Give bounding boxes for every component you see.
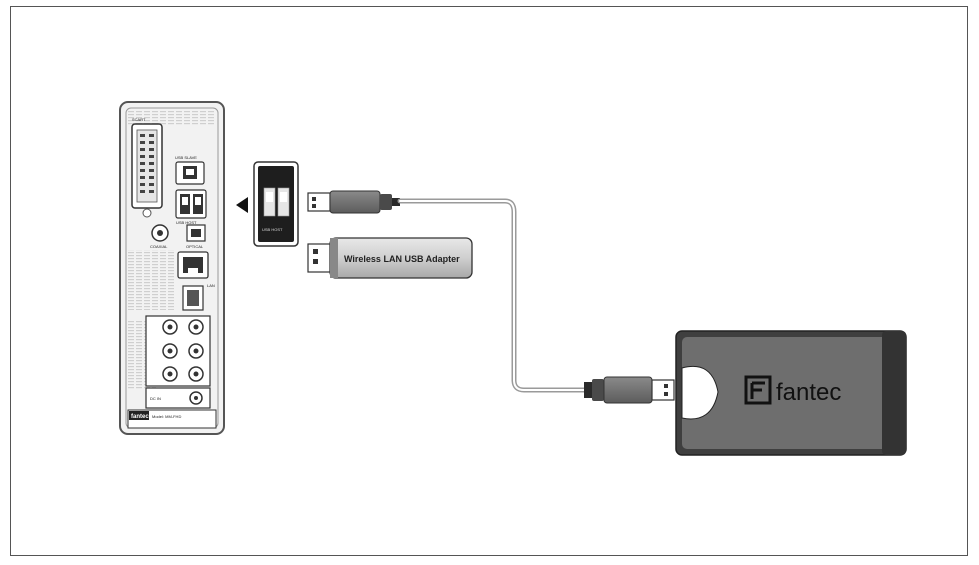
device-label-plate: fantec Model: MM-FHD bbox=[127, 409, 217, 429]
svg-text:Wireless LAN USB Adapter: Wireless LAN USB Adapter bbox=[344, 254, 460, 264]
aux-port bbox=[182, 285, 204, 311]
svg-text:COAXIAL: COAXIAL bbox=[150, 244, 168, 249]
fantec-external-drive: fantec bbox=[675, 330, 907, 456]
svg-text:fantec: fantec bbox=[776, 379, 841, 406]
rca-jacks bbox=[145, 315, 211, 387]
dc-in-port: DC IN bbox=[145, 387, 211, 409]
svg-text:USB HOST: USB HOST bbox=[262, 227, 283, 232]
media-player-back-panel: SCART USB SLAVE USB HOST COAXIAL OPTICAL bbox=[119, 101, 225, 435]
usb-slave-port: USB SLAVE bbox=[175, 155, 205, 185]
wireless-lan-usb-adapter: Wireless LAN USB Adapter bbox=[307, 237, 473, 279]
usb-plug-drive-end bbox=[584, 376, 675, 404]
scart-port: SCART bbox=[131, 117, 163, 218]
svg-text:Model: MM-FHD: Model: MM-FHD bbox=[152, 414, 181, 419]
svg-text:USB HOST: USB HOST bbox=[176, 220, 197, 225]
usb-host-port-panel: USB HOST bbox=[175, 189, 207, 225]
arrow-left-icon bbox=[236, 197, 248, 213]
svg-text:fantec: fantec bbox=[131, 414, 149, 420]
audio-out-ports: COAXIAL OPTICAL bbox=[150, 224, 206, 249]
svg-text:USB SLAVE: USB SLAVE bbox=[175, 155, 197, 160]
usb-cable bbox=[307, 190, 675, 404]
fantec-logo: fantec bbox=[744, 375, 841, 406]
lan-port: LAN bbox=[177, 251, 215, 288]
svg-text:LAN: LAN bbox=[207, 283, 215, 288]
svg-text:SCART: SCART bbox=[132, 117, 146, 122]
svg-text:DC IN: DC IN bbox=[150, 396, 161, 401]
usb-plug-host-end bbox=[307, 190, 400, 214]
usb-host-port-closeup: USB HOST bbox=[253, 161, 299, 247]
svg-text:OPTICAL: OPTICAL bbox=[186, 244, 204, 249]
